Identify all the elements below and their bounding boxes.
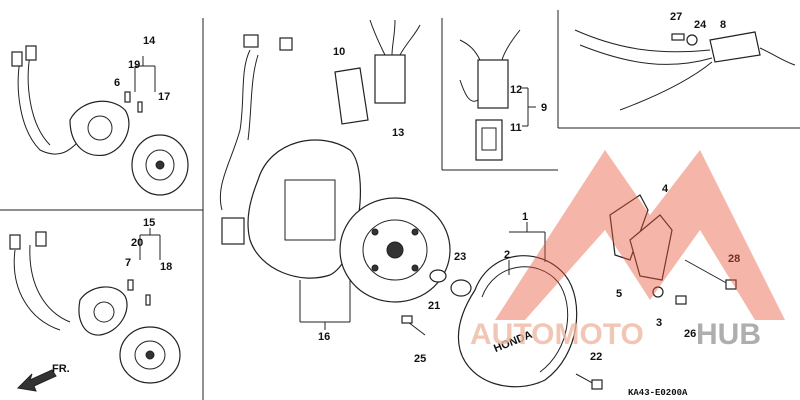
- part-label-24: 24: [694, 19, 707, 31]
- watermark-text-part2: HUB: [696, 318, 761, 351]
- part-label-11: 11: [510, 122, 522, 134]
- part-label-8: 8: [720, 19, 726, 31]
- coil-wiring-group: [574, 29, 796, 111]
- part-label-17: 17: [158, 91, 170, 103]
- cdi-units: [334, 19, 421, 125]
- front-direction-arrow: FR.: [16, 363, 70, 392]
- part-label-25: 25: [414, 353, 426, 365]
- part-label-10: 10: [333, 46, 345, 58]
- watermark-triangle: [495, 150, 785, 320]
- watermark-text-part1: AUTOMOTO: [470, 318, 644, 351]
- part-label-28: 28: [728, 253, 740, 265]
- part-label-1: 1: [522, 211, 528, 223]
- part-label-23: 23: [454, 251, 466, 263]
- part-label-9: 9: [541, 102, 547, 114]
- part-label-12: 12: [510, 84, 522, 96]
- part-label-26: 26: [684, 328, 696, 340]
- part-label-6: 6: [114, 77, 120, 89]
- generator-assembly-bottom-left: [9, 231, 181, 384]
- small-fasteners: [401, 269, 603, 390]
- part-label-16: 16: [318, 331, 330, 343]
- part-label-13: 13: [392, 127, 404, 139]
- leader-lines: [134, 56, 546, 330]
- part-label-20: 20: [131, 237, 143, 249]
- part-label-4: 4: [662, 183, 669, 195]
- ignition-unit-group: [459, 29, 521, 161]
- right-crankcase-cover: HONDA: [457, 255, 578, 388]
- part-label-27: 27: [670, 11, 682, 23]
- part-label-14: 14: [143, 35, 156, 47]
- part-label-18: 18: [160, 261, 172, 273]
- part-label-5: 5: [616, 288, 622, 300]
- drawing-code: KA43-E0200A: [628, 388, 688, 398]
- part-label-19: 19: [128, 59, 140, 71]
- front-direction-label: FR.: [52, 363, 70, 375]
- part-label-15: 15: [143, 217, 155, 229]
- generator-assembly-top-left: [11, 45, 189, 196]
- part-label-21: 21: [428, 300, 440, 312]
- part-label-3: 3: [656, 317, 662, 329]
- guide-plates: [609, 194, 737, 305]
- part-label-22: 22: [590, 351, 602, 363]
- part-label-7: 7: [125, 257, 131, 269]
- part-label-2: 2: [504, 249, 510, 261]
- stator-flywheel-assembly: [219, 34, 451, 303]
- watermark-logo: AUTOMOTO HUB: [470, 150, 785, 351]
- part-number-labels: 14 19 6 17 15 20 7 18 10 13 16 12 11 9 2…: [114, 11, 740, 365]
